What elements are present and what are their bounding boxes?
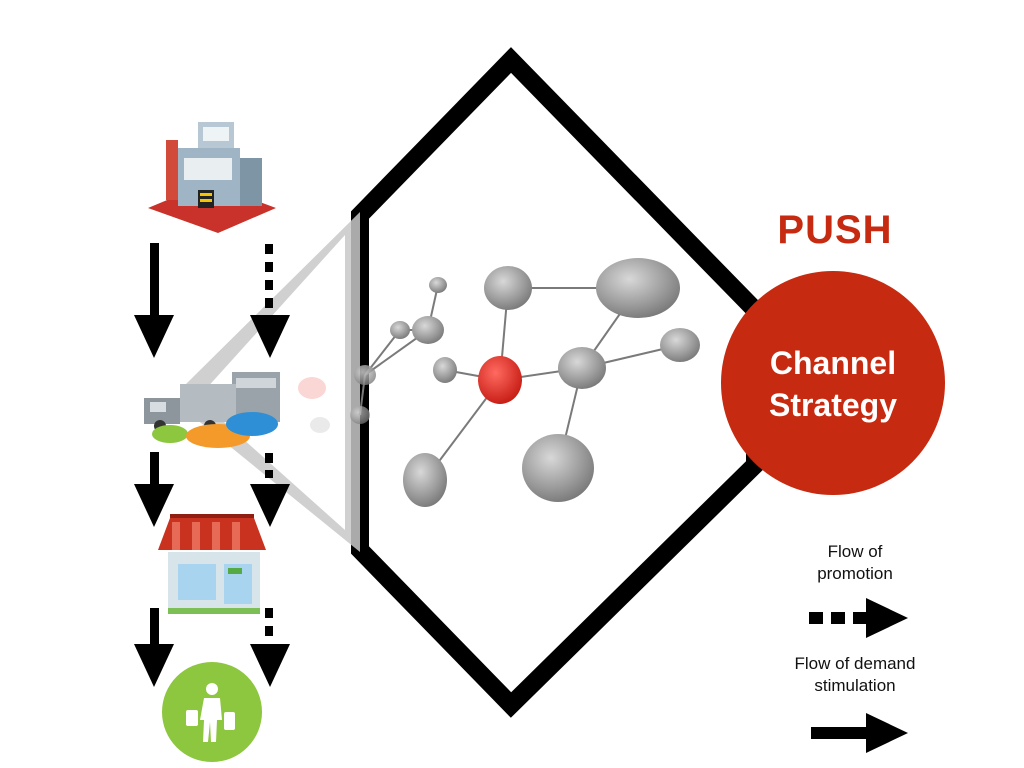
demand-arrow-2 xyxy=(134,452,174,527)
legend-demand-arrow xyxy=(811,713,908,753)
channel-strategy-circle xyxy=(721,271,945,495)
store-icon xyxy=(158,514,266,614)
flow-arrows xyxy=(134,243,290,687)
factory-icon xyxy=(148,122,276,233)
promotion-arrow-2 xyxy=(250,453,290,527)
truck-warehouse-icon xyxy=(144,372,280,448)
channel-strategy-label: Channel Strategy xyxy=(768,345,898,423)
demand-arrow-3 xyxy=(134,608,174,687)
diamond-frame xyxy=(351,47,764,718)
legend-promotion-label: Flow of promotion xyxy=(817,542,893,583)
demand-arrow-1 xyxy=(134,243,174,358)
promotion-arrow-1 xyxy=(250,244,290,358)
promotion-arrow-3 xyxy=(250,608,290,687)
push-title: PUSH xyxy=(777,208,893,252)
network-illustration xyxy=(298,258,700,507)
shopper-icon xyxy=(162,662,262,762)
legend-promotion-arrow xyxy=(809,598,908,638)
legend-demand-label: Flow of demand stimulation xyxy=(794,654,916,695)
